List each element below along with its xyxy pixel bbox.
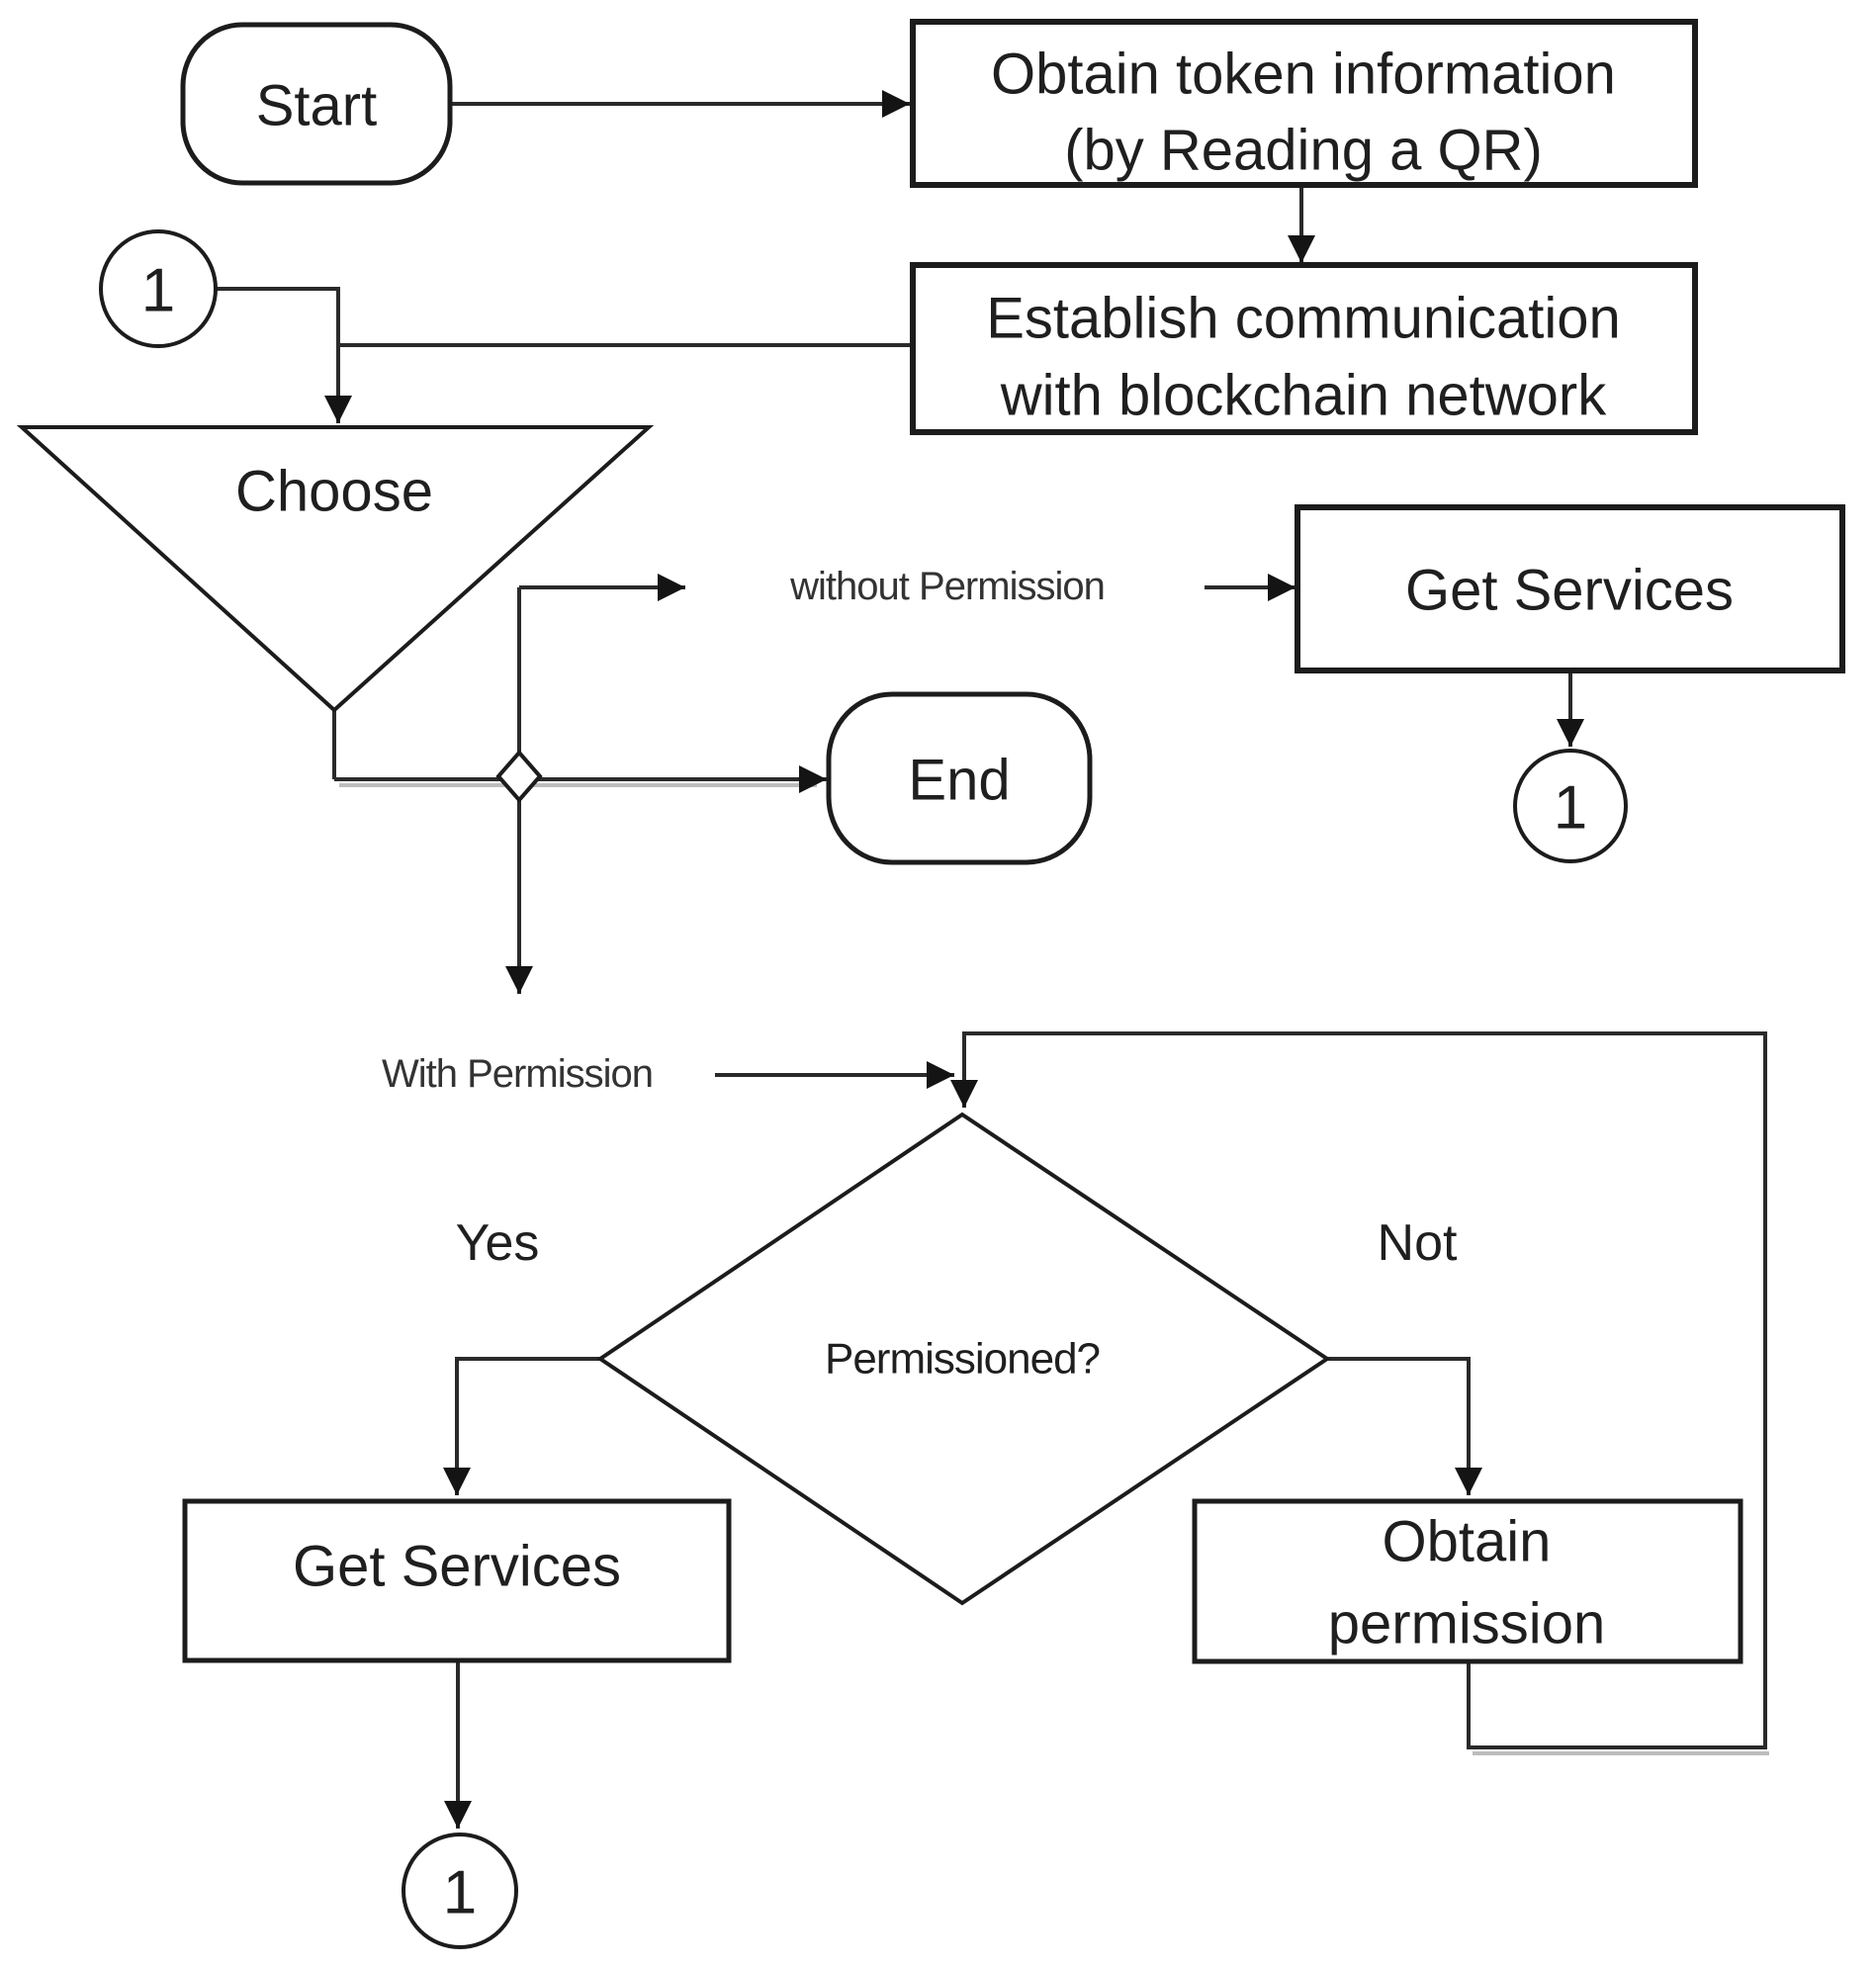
get-services-right-node [1295, 504, 1845, 673]
permissioned-diamond-node [596, 1112, 1331, 1606]
get-services-bottom-label: Get Services [293, 1535, 621, 1599]
obtain-permission-node [1192, 1498, 1743, 1664]
establish-communication-line2: with blockchain network [1000, 364, 1608, 428]
connector-right-label: 1 [1554, 774, 1587, 843]
end-node [826, 691, 1093, 865]
obtain-token-line2: (by Reading a QR) [1064, 119, 1543, 183]
establish-communication-line1: Establish communication [986, 287, 1621, 351]
edge-not-branch [1327, 1357, 1482, 1495]
start-label: Start [256, 74, 378, 138]
junction-diamond [495, 749, 543, 804]
obtain-permission-line2: permission [1328, 1592, 1605, 1656]
with-permission-label: With Permission [382, 1052, 653, 1096]
start-node [180, 22, 453, 186]
connector-right-node [1513, 749, 1628, 863]
choose-label: Choose [235, 460, 433, 524]
connector-bottom-label: 1 [443, 1859, 477, 1927]
connector-top-node [99, 229, 218, 348]
without-permission-label: without Permission [789, 565, 1105, 608]
get-services-right-label: Get Services [1405, 559, 1734, 623]
yes-label: Yes [456, 1214, 540, 1272]
not-label: Not [1378, 1214, 1458, 1272]
establish-communication-node [910, 262, 1698, 435]
get-services-bottom-node [182, 1498, 732, 1663]
obtain-token-node [910, 19, 1698, 188]
end-label: End [908, 749, 1010, 813]
edge-yes-branch [443, 1357, 600, 1495]
connector-top-label: 1 [141, 257, 175, 325]
permissioned-label: Permissioned? [825, 1335, 1100, 1384]
connector-bottom-node [402, 1833, 518, 1949]
edge-loop-obtain-permission-to-diamond [950, 1031, 1767, 1749]
choose-triangle-node [16, 425, 655, 713]
obtain-token-line1: Obtain token information [991, 43, 1616, 107]
obtain-permission-line1: Obtain [1383, 1510, 1552, 1574]
